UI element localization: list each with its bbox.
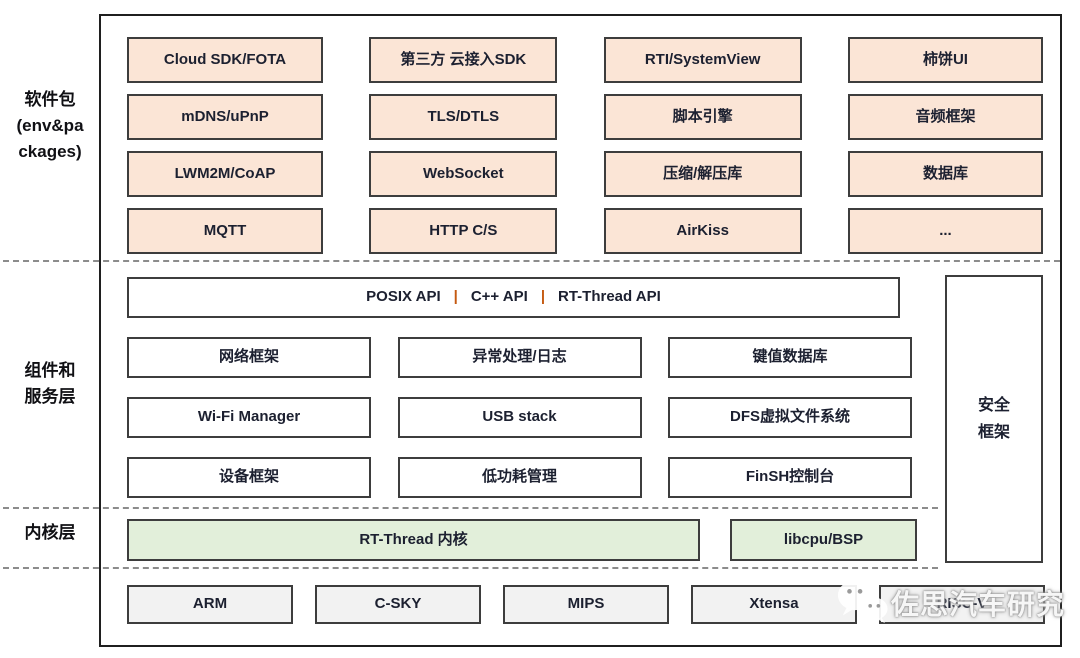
box-libcpu-bsp: libcpu/BSP [730, 519, 917, 561]
box-cloud-sdk-fota: Cloud SDK/FOTA [127, 37, 323, 83]
box-low-power-mgmt: 低功耗管理 [397, 457, 642, 498]
box-finsh-console: FinSH控制台 [668, 457, 912, 498]
box-more-packages: ... [847, 208, 1043, 254]
box-audio-framework: 音频框架 [847, 94, 1043, 140]
security-label-line: 安全 [977, 397, 1010, 414]
box-xtensa: Xtensa [691, 585, 857, 624]
cpu-row: ARM C-SKY MIPS Xtensa RISC-V [127, 585, 1045, 624]
layer-label-kernel: 内核层 [2, 520, 98, 546]
layer-label-components: 组件和 服务层 [2, 358, 98, 410]
section-divider [3, 260, 1060, 262]
box-compression-lib: 压缩/解压库 [603, 151, 802, 197]
box-http-cs: HTTP C/S [369, 208, 558, 254]
box-riscv: RISC-V [879, 585, 1045, 624]
box-shiping-ui: 柿饼UI [847, 37, 1043, 83]
packages-grid: Cloud SDK/FOTA 第三方 云接入SDK RTI/SystemView… [127, 37, 1043, 254]
layer-label-line: 内核层 [24, 523, 76, 542]
box-exception-log: 异常处理/日志 [397, 337, 642, 378]
api-segment-cpp: C++ API [470, 288, 528, 306]
box-airkiss: AirKiss [603, 208, 802, 254]
box-mips: MIPS [503, 585, 669, 624]
api-separator: | [453, 288, 458, 306]
box-database: 数据库 [847, 151, 1043, 197]
api-bar: POSIX API | C++ API | RT-Thread API [127, 277, 900, 318]
layer-label-line: (env&pa [16, 116, 84, 135]
api-segment-rtthread: RT-Thread API [558, 288, 661, 306]
box-device-framework: 设备框架 [127, 457, 371, 498]
layer-label-line: 服务层 [24, 387, 76, 406]
box-csky: C-SKY [315, 585, 481, 624]
layer-label-line: 软件包 [24, 90, 76, 109]
box-rti-systemview: RTI/SystemView [603, 37, 802, 83]
security-label-line: 框架 [977, 424, 1010, 441]
box-security-framework: 安全 框架 [945, 275, 1043, 563]
box-mqtt: MQTT [127, 208, 323, 254]
box-arm: ARM [127, 585, 293, 624]
layer-label-line: ckages) [18, 142, 82, 161]
box-mdns-upnp: mDNS/uPnP [127, 94, 323, 140]
box-kv-database: 键值数据库 [668, 337, 912, 378]
box-dfs-virtual-fs: DFS虚拟文件系统 [668, 397, 912, 438]
box-rtthread-kernel: RT-Thread 内核 [127, 519, 700, 561]
layer-label-line: 组件和 [24, 361, 76, 380]
box-lwm2m-coap: LWM2M/CoAP [127, 151, 323, 197]
api-segment-posix: POSIX API [366, 288, 441, 306]
box-websocket: WebSocket [369, 151, 558, 197]
box-script-engine: 脚本引擎 [603, 94, 802, 140]
box-wifi-manager: Wi-Fi Manager [127, 397, 371, 438]
components-grid: 网络框架 异常处理/日志 键值数据库 Wi-Fi Manager USB sta… [127, 337, 912, 498]
box-tls-dtls: TLS/DTLS [369, 94, 558, 140]
api-separator: | [540, 288, 546, 306]
box-usb-stack: USB stack [397, 397, 642, 438]
layer-label-packages: 软件包 (env&pa ckages) [2, 87, 98, 165]
box-network-framework: 网络框架 [127, 337, 371, 378]
box-third-party-cloud-sdk: 第三方 云接入SDK [369, 37, 558, 83]
section-divider [3, 507, 938, 509]
section-divider [3, 567, 938, 569]
